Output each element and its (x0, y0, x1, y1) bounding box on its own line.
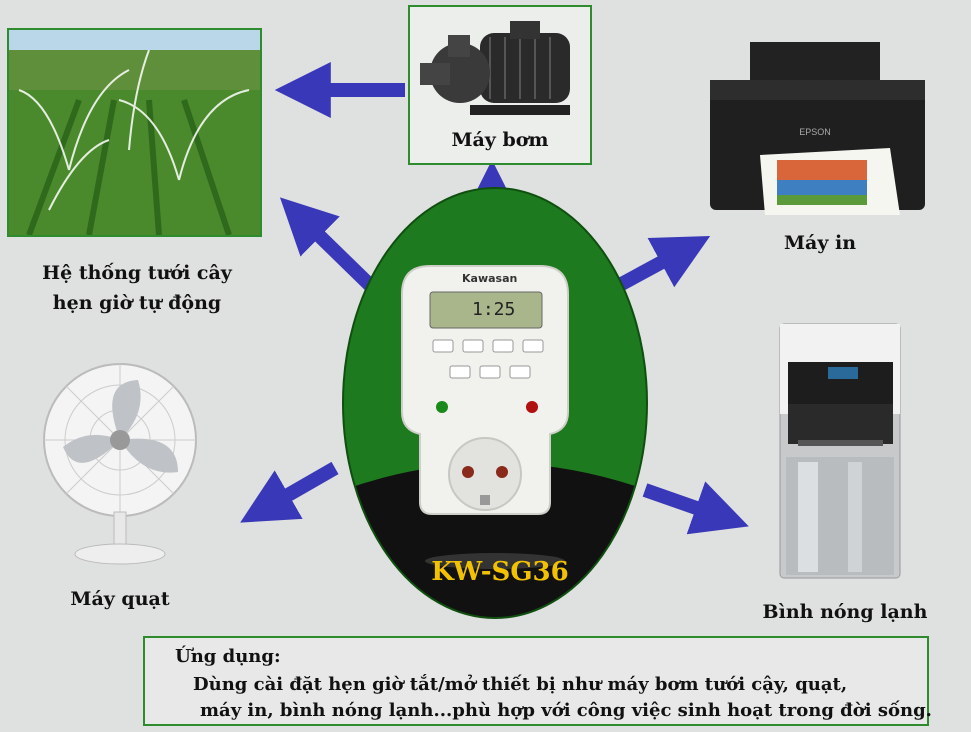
device-brand: Kawasan (462, 272, 518, 285)
printer-brand: EPSON (799, 127, 831, 137)
printer-icon: EPSON (710, 42, 925, 215)
sprinkler-field-icon (9, 30, 260, 235)
water-heater-label: Bình nóng lạnh (762, 601, 928, 623)
irrigation-photo (7, 28, 262, 237)
device-display: 1:25 (472, 299, 516, 320)
stand-fan-icon (43, 363, 197, 565)
model-name: KW-SG36 (431, 557, 569, 587)
fan-label: Máy quạt (70, 588, 170, 610)
printer-label: Máy in (783, 232, 857, 254)
arrow-to-irrigation (279, 197, 385, 301)
timer-device: Kawasan 1:25 (400, 262, 570, 517)
application-line2: máy in, bình nóng lạnh...phù hợp với côn… (200, 700, 932, 721)
irrigation-label-line1: Hệ thống tưới cây (42, 262, 232, 284)
central-oval (342, 187, 648, 619)
water-dispenser-icon (779, 323, 901, 579)
application-line1: Dùng cài đặt hẹn giờ tắt/mở thiết bị như… (193, 674, 848, 695)
irrigation-label: Hệ thống tưới cây hẹn giờ tự động (22, 258, 252, 318)
application-heading: Ứng dụng: (175, 646, 281, 667)
arrow-to-fan (240, 461, 339, 523)
water-pump-icon (420, 21, 570, 115)
pump-box: Máy bơm (408, 5, 592, 165)
pump-label: Máy bơm (451, 129, 549, 151)
application-box: Ứng dụng: Dùng cài đặt hẹn giờ tắt/mở th… (143, 636, 932, 726)
irrigation-label-line2: hẹn giờ tự động (52, 292, 222, 314)
arrow-to-water-heater (642, 481, 749, 535)
